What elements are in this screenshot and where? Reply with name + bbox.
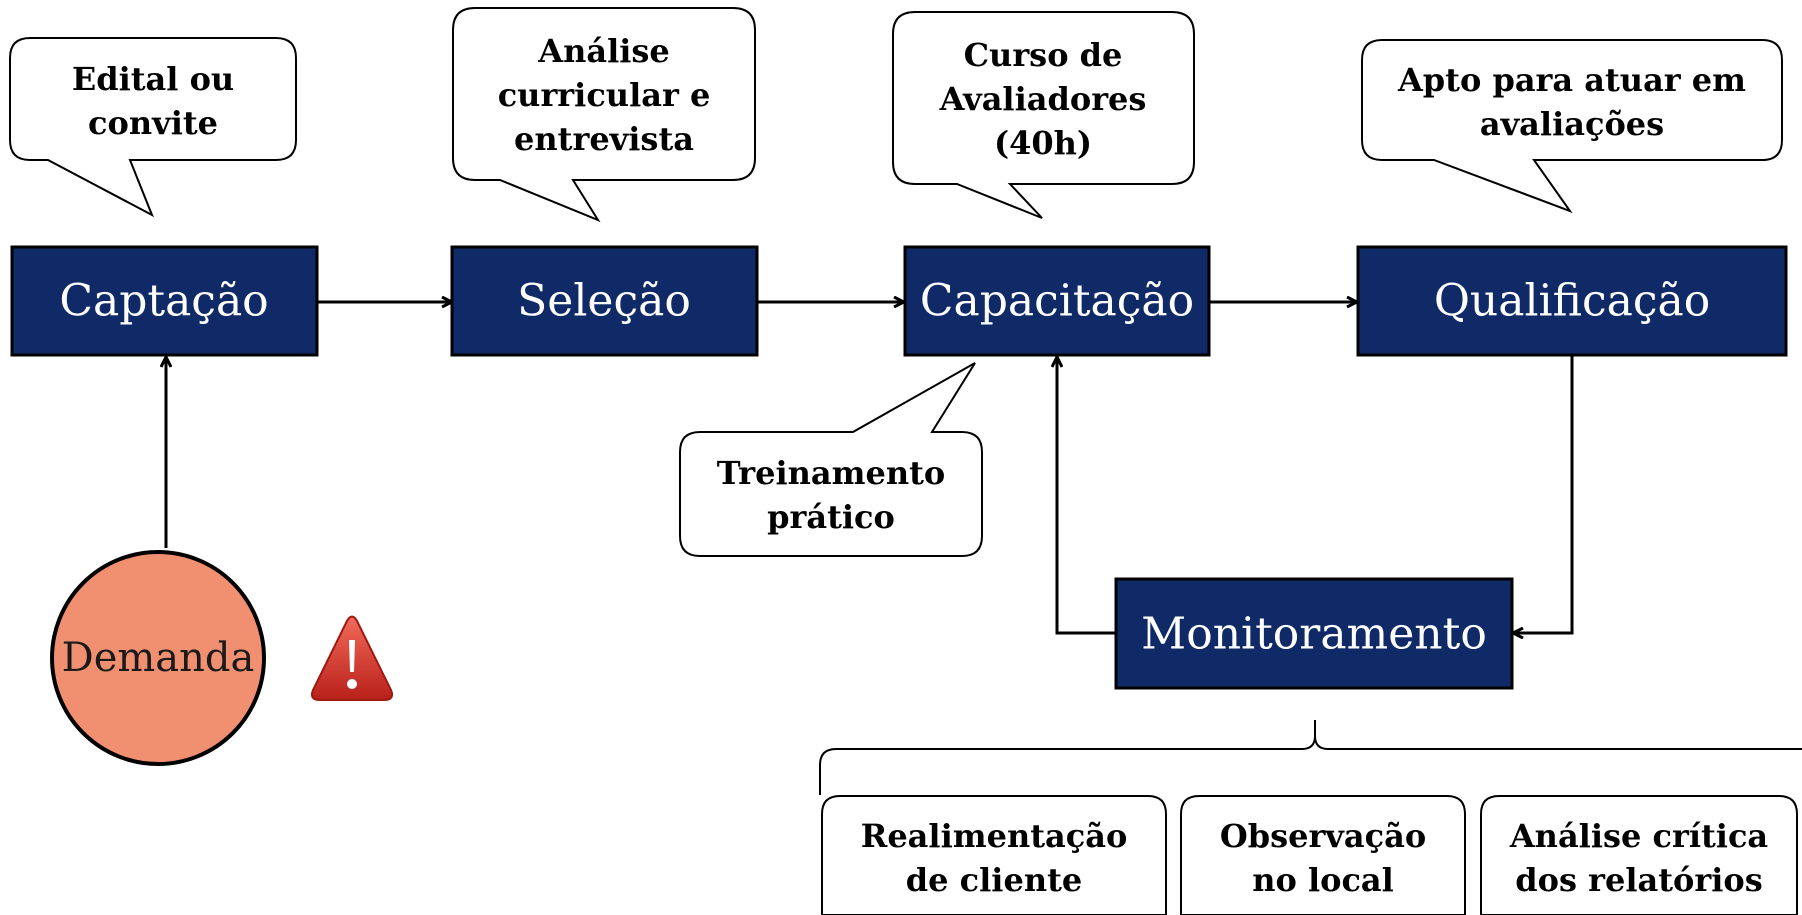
callout-edital-line-1: Edital ou — [72, 60, 234, 98]
callout-treinamento-line-1: Treinamento — [717, 454, 945, 492]
callout-treinamento: Treinamento prático — [679, 362, 983, 557]
arrow-qualificacao-to-monitoramento — [1514, 356, 1574, 633]
connectors — [166, 302, 1574, 635]
callout-apto: Apto para atuar em avaliações — [1361, 39, 1783, 214]
process-label-qualificacao: Qualificação — [1434, 276, 1710, 327]
callout-treinamento-line-2: prático — [767, 498, 895, 536]
process-label-capacitacao: Capacitação — [920, 276, 1194, 327]
monitoring-item-analise-critica: Análise crítica dos relatórios — [1480, 795, 1798, 915]
process-box-monitoramento: Monitoramento — [1114, 577, 1514, 690]
callout-curso-line-3: (40h) — [994, 124, 1092, 162]
callout-apto-line-1: Apto para atuar em — [1397, 61, 1746, 99]
monitoring-item-realimentacao: Realimentação de cliente — [821, 795, 1167, 915]
callout-bubble — [679, 362, 983, 557]
callout-bubble — [1361, 39, 1783, 214]
callout-curso-line-1: Curso de — [964, 36, 1123, 74]
callout-analise-line-3: entrevista — [514, 120, 694, 158]
process-label-monitoramento: Monitoramento — [1141, 609, 1487, 660]
callout-bubble — [9, 37, 297, 218]
monitoring-item-analise-critica-line-1: Análise crítica — [1509, 817, 1768, 855]
process-box-selecao: Seleção — [450, 245, 759, 357]
callout-analise-line-2: curricular e — [498, 76, 711, 114]
monitoring-item-observacao: Observação no local — [1180, 795, 1466, 915]
demand-node: Demanda — [50, 550, 266, 766]
monitoring-item-analise-critica-line-2: dos relatórios — [1515, 861, 1762, 899]
callout-bubble — [892, 11, 1195, 219]
demand-label: Demanda — [62, 635, 255, 681]
monitoring-brace — [819, 720, 1802, 795]
process-label-selecao: Seleção — [517, 276, 691, 327]
process-box-capacitacao: Capacitação — [903, 245, 1211, 357]
callout-edital: Edital ou convite — [9, 37, 297, 218]
monitoring-item-realimentacao-line-2: de cliente — [906, 861, 1082, 899]
process-box-qualificacao: Qualificação — [1356, 245, 1788, 357]
callout-analise-line-1: Análise — [537, 32, 670, 70]
callout-analise: Análise curricular e entrevista — [452, 7, 756, 223]
arrow-monitoramento-to-capacitacao — [1057, 358, 1116, 635]
callout-apto-line-2: avaliações — [1480, 105, 1664, 143]
warning-icon — [310, 615, 394, 701]
monitoring-item-observacao-line-2: no local — [1252, 861, 1394, 899]
callout-curso-line-2: Avaliadores — [939, 80, 1147, 118]
process-box-captacao: Captação — [10, 245, 319, 357]
process-label-captacao: Captação — [59, 276, 268, 327]
monitoring-item-realimentacao-line-1: Realimentação — [861, 817, 1128, 855]
callout-edital-line-2: convite — [88, 104, 218, 142]
monitoring-item-observacao-line-1: Observação — [1220, 817, 1426, 855]
callout-curso: Curso de Avaliadores (40h) — [892, 11, 1195, 219]
callout-bubble — [452, 7, 756, 223]
